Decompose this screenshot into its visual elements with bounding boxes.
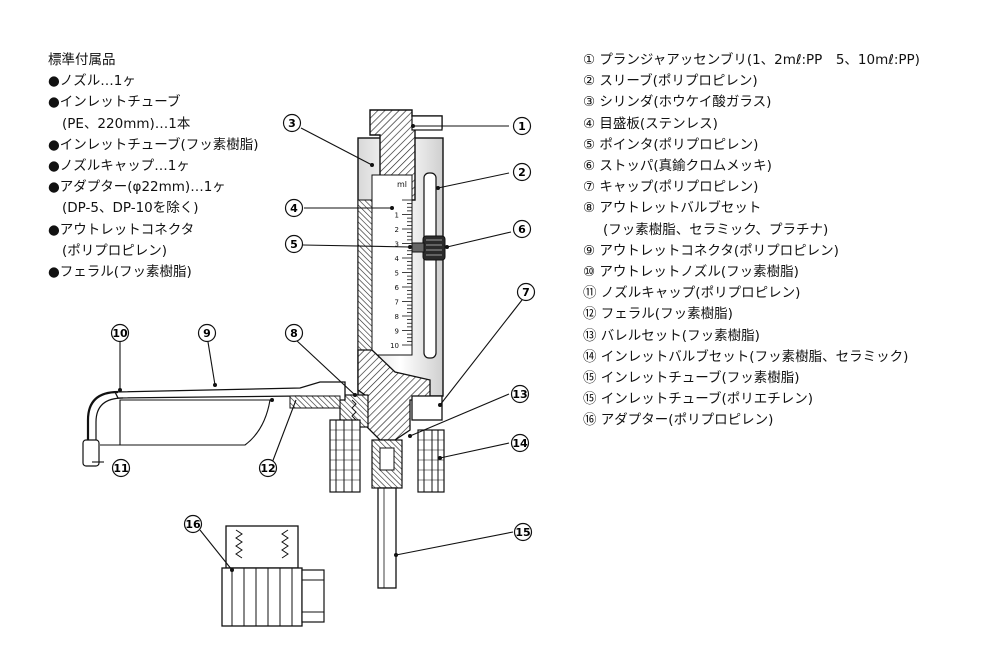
- nozzle-cap: [82, 439, 100, 467]
- outlet-nozzle: [86, 390, 119, 465]
- part-item-4: ④ 目盛板(ステンレス): [583, 115, 718, 132]
- part-item-2: ② スリーブ(ポリプロピレン): [583, 73, 758, 90]
- svg-text:3: 3: [288, 117, 296, 130]
- ferrule: [289, 395, 341, 409]
- part-item-8-detail: (フッ素樹脂、セラミック、プラチナ): [603, 221, 829, 238]
- accessory-item: ●アダプター(φ22mm)…1ヶ: [48, 179, 226, 196]
- svg-text:11: 11: [113, 462, 128, 475]
- svg-text:7: 7: [522, 286, 530, 299]
- outlet-connector: [113, 381, 346, 401]
- callout-16: 16: [183, 514, 203, 534]
- part-item-10: ⑩ アウトレットノズル(フッ素樹脂): [583, 264, 799, 281]
- part-item-3: ③ シリンダ(ホウケイ酸ガラス): [583, 94, 772, 111]
- scale-tick-label: 2: [395, 226, 399, 234]
- cap: [411, 395, 443, 421]
- callout-11: 11: [111, 458, 131, 478]
- part-item-16: ⑯ アダプター(ポリプロピレン): [583, 412, 774, 429]
- scale-tick-label: 1: [395, 212, 399, 220]
- svg-text:5: 5: [290, 238, 298, 251]
- callout-15: 15: [513, 522, 533, 542]
- callout-13: 13: [510, 384, 530, 404]
- pointer-slot: [423, 172, 437, 359]
- svg-text:6: 6: [518, 223, 526, 236]
- callout-6: 6: [512, 219, 532, 239]
- outlet-assembly: [82, 381, 346, 467]
- barrel-thread-right: [417, 429, 445, 493]
- accessories-list: 標準付属品 ●ノズル…1ヶ ●インレットチューブ (PE、220mm)…1本 ●…: [48, 50, 259, 283]
- adapter: [221, 525, 325, 627]
- scale-tick-label: 10: [390, 342, 399, 350]
- part-item-1: ① プランジャアッセンブリ(1、2mℓ:PP 5、10mℓ:PP): [583, 52, 920, 68]
- part-item-11: ⑪ ノズルキャップ(ポリプロピレン): [583, 285, 801, 302]
- barrel-thread-left: [329, 419, 361, 493]
- part-item-5: ⑤ ポインタ(ポリプロピレン): [583, 136, 759, 153]
- accessory-item-detail: (PE、220mm)…1本: [62, 115, 191, 132]
- leader-dots: [118, 124, 449, 572]
- callout-5: 5: [284, 234, 304, 254]
- scale-unit: ml: [397, 180, 407, 189]
- part-item-15a: ⑮ インレットチューブ(フッ素樹脂): [583, 370, 800, 387]
- inlet-tube: [377, 487, 397, 589]
- svg-text:12: 12: [260, 462, 275, 475]
- part-item-6: ⑥ ストッパ(真鍮クロムメッキ): [583, 158, 772, 175]
- svg-text:13: 13: [512, 388, 527, 401]
- part-item-13: ⑬ バレルセット(フッ素樹脂): [583, 327, 760, 344]
- svg-text:9: 9: [203, 327, 211, 340]
- callout-1: 1: [512, 116, 532, 136]
- svg-text:10: 10: [112, 327, 128, 340]
- accessory-item-detail: (ポリプロピレン): [62, 242, 168, 259]
- callout-7: 7: [516, 282, 536, 302]
- part-item-8: ⑧ アウトレットバルブセット: [583, 200, 762, 217]
- accessory-item: ●ノズル…1ヶ: [48, 73, 136, 90]
- cylinder-wall: [357, 199, 373, 351]
- callouts: 1 2 3 4 5 6 7 8 9 10 11 12 13 14 15 16: [110, 113, 536, 542]
- accessory-item: ●ノズルキャップ…1ヶ: [48, 158, 190, 175]
- scale-tick-label: 3: [395, 241, 399, 249]
- accessory-item: ●フェラル(フッ素樹脂): [48, 264, 192, 281]
- scale-tick-label: 4: [395, 255, 400, 263]
- part-item-14: ⑭ インレットバルブセット(フッ素樹脂、セラミック): [583, 348, 909, 365]
- accessory-item: ●インレットチューブ(フッ素樹脂): [48, 136, 259, 153]
- scale-tick-label: 9: [395, 328, 399, 336]
- part-item-9: ⑨ アウトレットコネクタ(ポリプロピレン): [583, 242, 839, 259]
- scale-tick-label: 8: [395, 313, 399, 321]
- svg-text:14: 14: [512, 437, 528, 450]
- accessories-title: 標準付属品: [48, 52, 116, 68]
- svg-text:15: 15: [515, 526, 530, 539]
- accessory-item: ●インレットチューブ: [48, 94, 181, 111]
- part-item-15b: ⑮ インレットチューブ(ポリエチレン): [583, 391, 814, 408]
- stopper-knob: [411, 235, 446, 261]
- leader-lines: [92, 125, 523, 571]
- svg-text:1: 1: [518, 120, 526, 133]
- scale-ticks: 1 2 3 4 5 6 7 8 9 10: [390, 199, 412, 350]
- callout-14: 14: [510, 433, 530, 453]
- callout-3: 3: [282, 113, 302, 133]
- svg-text:8: 8: [290, 327, 298, 340]
- scale-tick-label: 7: [395, 299, 399, 307]
- accessory-item-detail: (DP-5、DP-10を除く): [62, 200, 199, 217]
- scale-tick-label: 6: [395, 284, 400, 292]
- scale-tick-label: 5: [395, 270, 399, 278]
- parts-list: ① プランジャアッセンブリ(1、2mℓ:PP 5、10mℓ:PP) ② スリーブ…: [583, 50, 920, 432]
- accessory-item: ●アウトレットコネクタ: [48, 221, 195, 238]
- callout-8: 8: [284, 323, 304, 343]
- scale-plate: [371, 174, 413, 356]
- svg-text:16: 16: [185, 518, 201, 531]
- callout-12: 12: [258, 458, 278, 478]
- callout-4: 4: [284, 198, 304, 218]
- callout-9: 9: [197, 323, 217, 343]
- callout-10: 10: [110, 323, 130, 343]
- part-item-7: ⑦ キャップ(ポリプロピレン): [583, 179, 759, 196]
- svg-text:2: 2: [518, 166, 526, 179]
- dispenser-body: ml: [329, 109, 446, 589]
- svg-text:4: 4: [290, 202, 298, 215]
- callout-2: 2: [512, 162, 532, 182]
- part-item-12: ⑫ フェラル(フッ素樹脂): [583, 306, 733, 323]
